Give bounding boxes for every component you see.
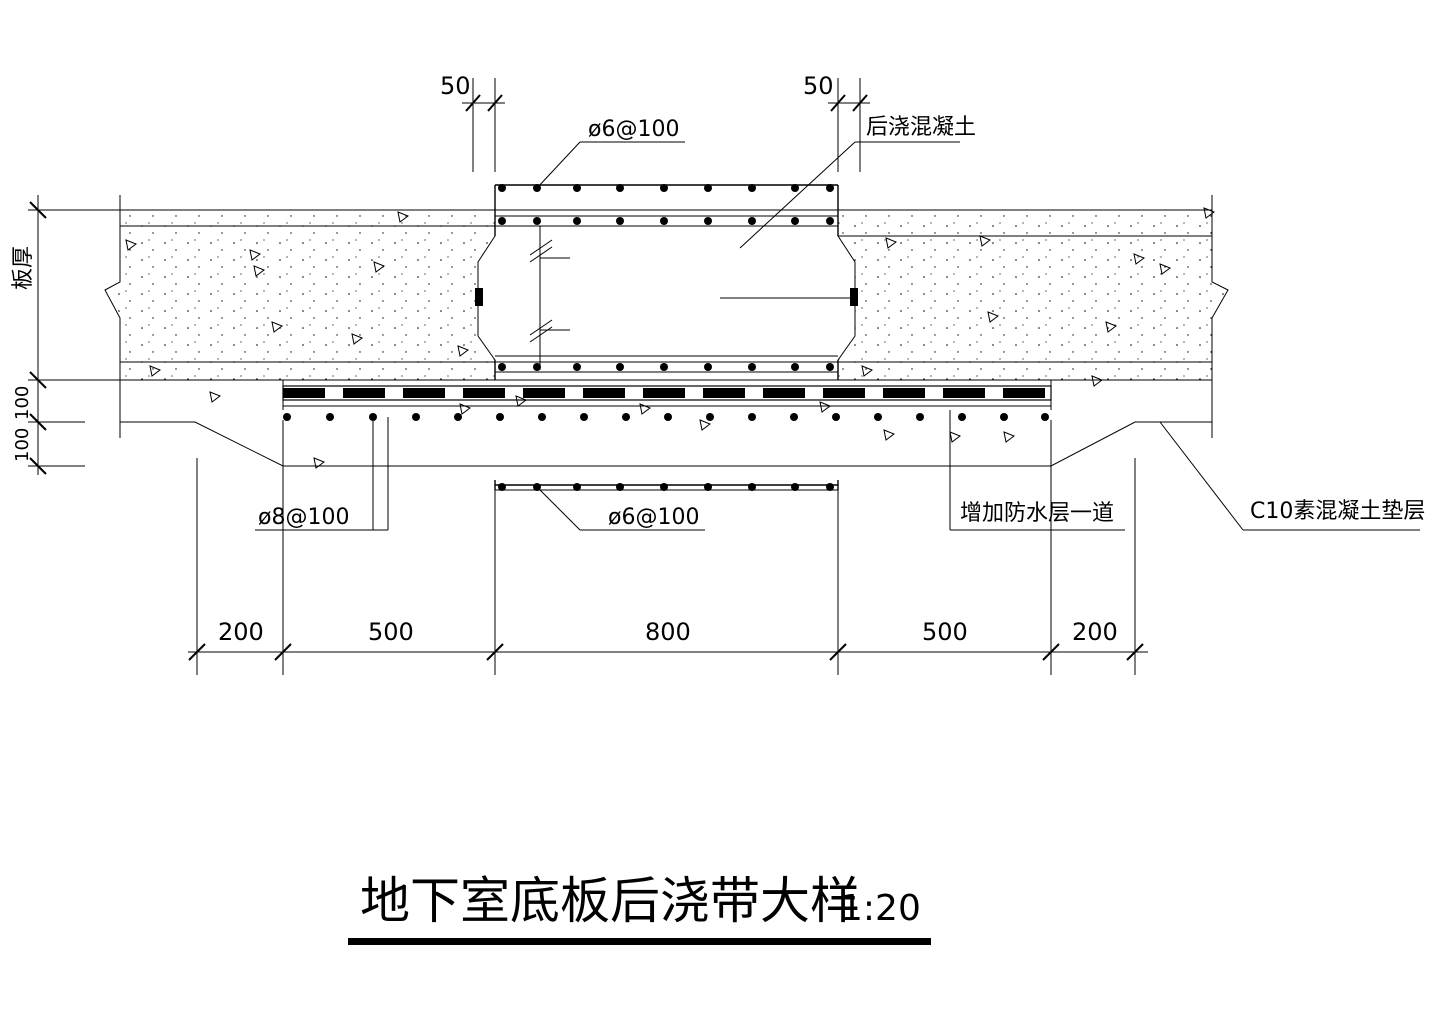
drawing-scale: 1:20	[840, 888, 921, 929]
dim-left-vert-1: 100	[12, 386, 33, 420]
rebar-second-row	[498, 217, 834, 225]
dim-bottom-1: 200	[218, 618, 264, 646]
rebar-bottom-strip-row	[498, 363, 834, 371]
label-slab-thickness: 板厚	[11, 246, 36, 290]
cushion-layer	[119, 380, 1213, 467]
dim-bottom-2: 500	[368, 618, 414, 646]
slab-left	[104, 209, 496, 381]
left-vertical-dims	[28, 195, 85, 475]
dim-bottom-5: 200	[1072, 618, 1118, 646]
post-pour-strip	[475, 184, 858, 380]
rebar-under-strip-row	[494, 480, 839, 491]
drawing-title: 地下室底板后浇带大样	[360, 872, 860, 930]
dim-left-vert-2: 100	[12, 428, 33, 462]
top-dim-right	[828, 78, 870, 172]
label-post-pour-concrete: 后浇混凝土	[866, 115, 976, 140]
label-waterproof: 增加防水层一道	[960, 501, 1114, 526]
dim-bottom-3: 800	[645, 618, 691, 646]
rebar-slab-bottom-row	[283, 413, 1049, 421]
label-bottom-slab-rebar: ø8@100	[258, 505, 349, 530]
label-top-rebar: ø6@100	[588, 117, 679, 142]
top-dim-left	[462, 78, 505, 172]
dim-bottom-4: 500	[922, 618, 968, 646]
rebar-top-row	[498, 184, 834, 192]
waterproof-layer	[282, 385, 1052, 407]
dim-top-left-gap: 50	[440, 72, 471, 100]
label-cushion: C10素混凝土垫层	[1250, 499, 1425, 524]
slab-layer-lines	[85, 195, 1213, 438]
bottom-dims	[188, 420, 1148, 675]
aggregate-symbols	[125, 207, 1216, 469]
title-underline	[348, 938, 931, 945]
label-bottom-rebar: ø6@100	[608, 505, 699, 530]
dim-top-right-gap: 50	[803, 72, 834, 100]
leader-lines	[255, 141, 1420, 531]
